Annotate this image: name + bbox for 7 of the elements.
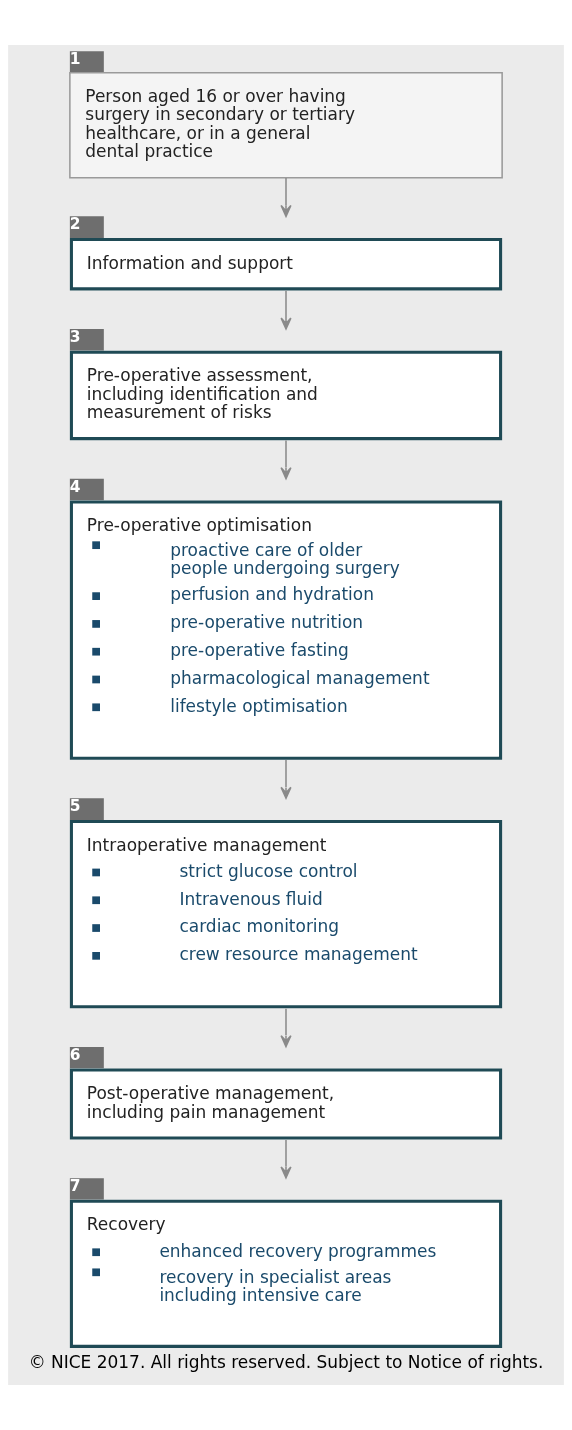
arrow	[280, 289, 292, 330]
arrow	[280, 439, 292, 480]
caption: © NICE 2017. All rights reserved. Subject to Notice of rights.	[28, 1351, 544, 1372]
arrow	[280, 759, 292, 799]
arrow	[280, 1139, 292, 1179]
arrow	[280, 1007, 292, 1048]
arrow	[280, 177, 292, 218]
